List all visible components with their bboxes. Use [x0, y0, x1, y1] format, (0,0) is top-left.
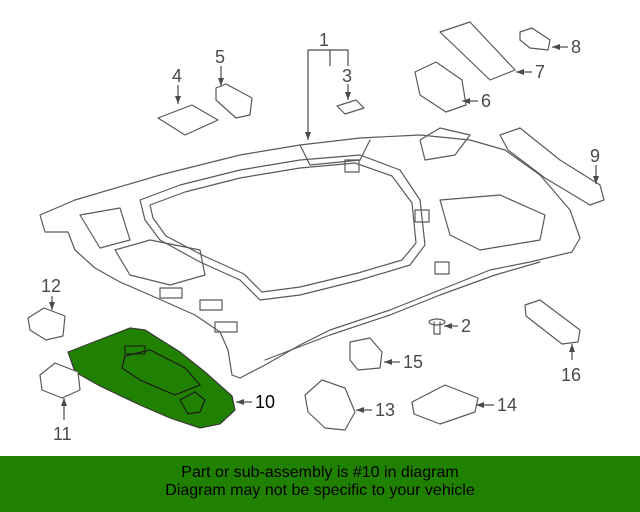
clip-part-12 — [27, 307, 66, 341]
sun-visor-part[interactable] — [67, 327, 236, 429]
callout-12: 12 — [41, 276, 61, 296]
banner-line-disclaimer: Diagram may not be specific to your vehi… — [165, 482, 475, 499]
bracket-part-6 — [414, 61, 467, 113]
handle-part-13 — [304, 379, 356, 431]
pad-part-4 — [157, 104, 219, 136]
callout-13: 13 — [375, 400, 395, 420]
callout-4: 4 — [172, 66, 182, 86]
callout-8: 8 — [571, 37, 581, 57]
bracket-part-14 — [411, 384, 479, 425]
callout-6: 6 — [481, 91, 491, 111]
clip-part-3 — [336, 99, 365, 115]
callout-15: 15 — [403, 352, 423, 372]
callout-2: 2 — [461, 316, 471, 336]
leader-arrows — [49, 44, 599, 413]
callout-3: 3 — [342, 66, 352, 86]
clip-part-11 — [39, 362, 81, 399]
trim-part-9 — [499, 127, 605, 206]
callout-9: 9 — [590, 146, 600, 166]
disclaimer-banner: Part or sub-assembly is #10 in diagram D… — [0, 456, 640, 512]
panel-part-7 — [439, 21, 516, 81]
headliner-part — [39, 127, 581, 379]
callout-16: 16 — [561, 365, 581, 385]
callout-5: 5 — [215, 47, 225, 67]
callout-14: 14 — [497, 395, 517, 415]
screw-part — [428, 318, 446, 335]
callout-1: 1 — [319, 30, 329, 50]
banner-line-part-number: Part or sub-assembly is #10 in diagram — [181, 464, 459, 481]
callout-11: 11 — [53, 424, 72, 444]
parts-diagram: 1 2 3 4 5 6 7 8 9 10 11 12 13 14 15 16 — [27, 21, 605, 444]
clip-part-8 — [519, 27, 551, 51]
callout-10: 10 — [255, 392, 275, 412]
clip-part-15 — [349, 337, 383, 371]
callout-labels: 1 2 3 4 5 6 7 8 9 10 11 12 13 14 15 16 — [41, 30, 600, 444]
trim-part-16 — [524, 299, 581, 345]
bracket-part-5 — [215, 83, 253, 119]
callout-7: 7 — [535, 62, 545, 82]
